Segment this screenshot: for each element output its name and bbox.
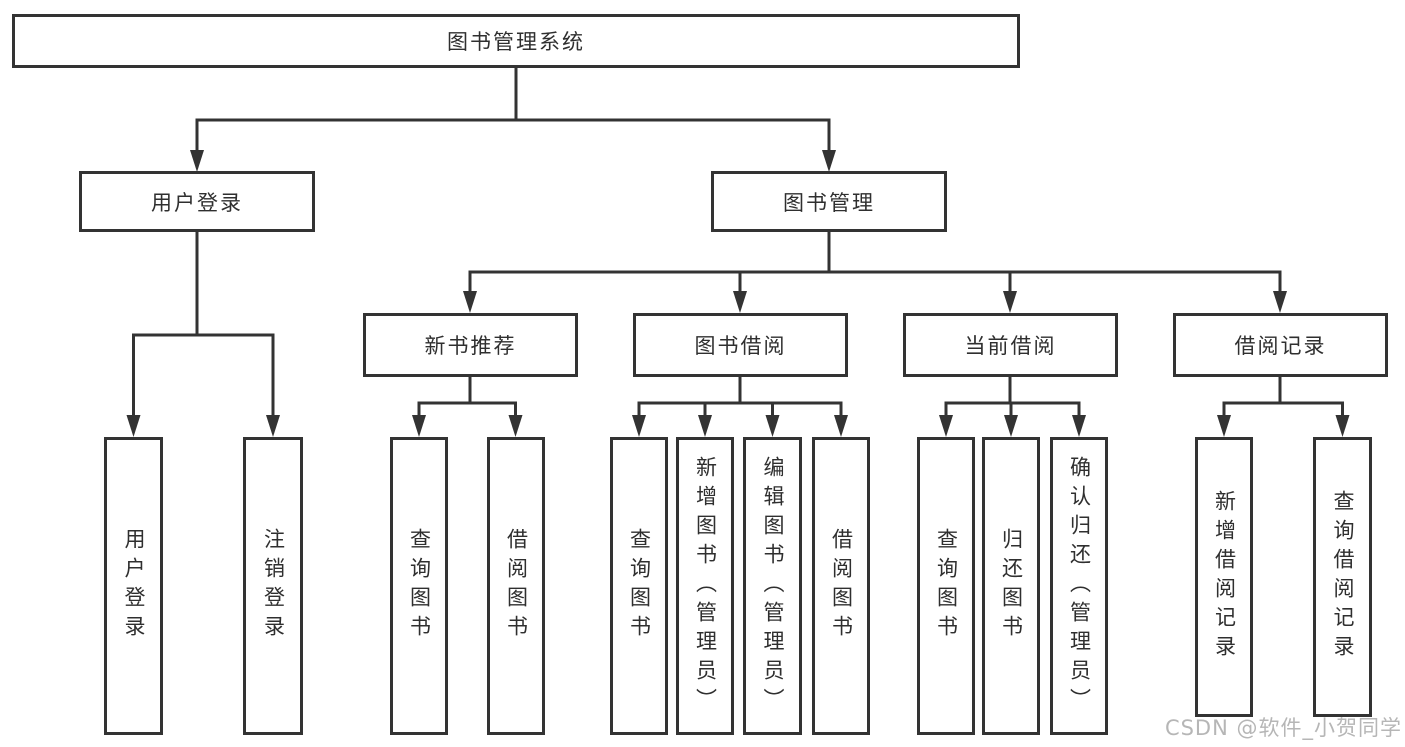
node-leaf-br-add-record-label: 新增借阅记录: [1212, 490, 1237, 664]
node-leaf-bb-borrow-books: 借阅图书: [812, 437, 870, 735]
node-leaf-bb-borrow-books-label: 借阅图书: [829, 528, 854, 644]
node-leaf-cb-query-books-label: 查询图书: [934, 528, 959, 644]
node-user-login: 用户登录: [79, 171, 315, 232]
node-borrowing-records-label: 借阅记录: [1234, 334, 1327, 358]
node-book-management: 图书管理: [711, 171, 947, 232]
node-leaf-cb-query-books: 查询图书: [917, 437, 975, 735]
node-leaf-logout-label: 注销登录: [261, 528, 286, 644]
node-leaf-user-login: 用户登录: [104, 437, 163, 735]
node-leaf-nb-borrow-books: 借阅图书: [487, 437, 545, 735]
node-leaf-cb-return-books: 归还图书: [982, 437, 1040, 735]
node-book-borrowing-label: 图书借阅: [694, 334, 787, 358]
node-leaf-nb-query-books: 查询图书: [390, 437, 448, 735]
node-leaf-bb-edit-books-admin: 编辑图书（管理员）: [743, 437, 802, 735]
node-leaf-cb-confirm-return-admin-label: 确认归还（管理员）: [1067, 455, 1092, 717]
node-leaf-bb-query-books-label: 查询图书: [627, 528, 652, 644]
node-current-borrowing-label: 当前借阅: [964, 334, 1057, 358]
node-leaf-bb-query-books: 查询图书: [610, 437, 668, 735]
node-new-book-recommend-label: 新书推荐: [424, 334, 517, 358]
node-current-borrowing: 当前借阅: [903, 313, 1118, 377]
watermark: CSDN @软件_小贺同学: [1164, 716, 1402, 740]
node-borrowing-records: 借阅记录: [1173, 313, 1388, 377]
node-new-book-recommend: 新书推荐: [363, 313, 578, 377]
node-leaf-nb-borrow-books-label: 借阅图书: [504, 528, 529, 644]
node-leaf-bb-add-books-admin-label: 新增图书（管理员）: [693, 455, 718, 717]
node-leaf-logout: 注销登录: [243, 437, 303, 735]
node-leaf-user-login-label: 用户登录: [122, 528, 146, 644]
node-root: 图书管理系统: [12, 14, 1020, 68]
node-book-management-label: 图书管理: [783, 190, 875, 215]
node-leaf-cb-return-books-label: 归还图书: [999, 528, 1024, 644]
node-leaf-bb-add-books-admin: 新增图书（管理员）: [676, 437, 734, 735]
node-leaf-cb-confirm-return-admin: 确认归还（管理员）: [1050, 437, 1108, 735]
node-leaf-br-add-record: 新增借阅记录: [1195, 437, 1253, 717]
node-leaf-nb-query-books-label: 查询图书: [407, 528, 432, 644]
node-root-label: 图书管理系统: [447, 30, 585, 54]
node-leaf-bb-edit-books-admin-label: 编辑图书（管理员）: [761, 455, 785, 717]
node-leaf-br-query-record-label: 查询借阅记录: [1331, 490, 1355, 664]
node-book-borrowing: 图书借阅: [633, 313, 848, 377]
node-leaf-br-query-record: 查询借阅记录: [1313, 437, 1372, 717]
node-user-login-label: 用户登录: [151, 190, 243, 215]
